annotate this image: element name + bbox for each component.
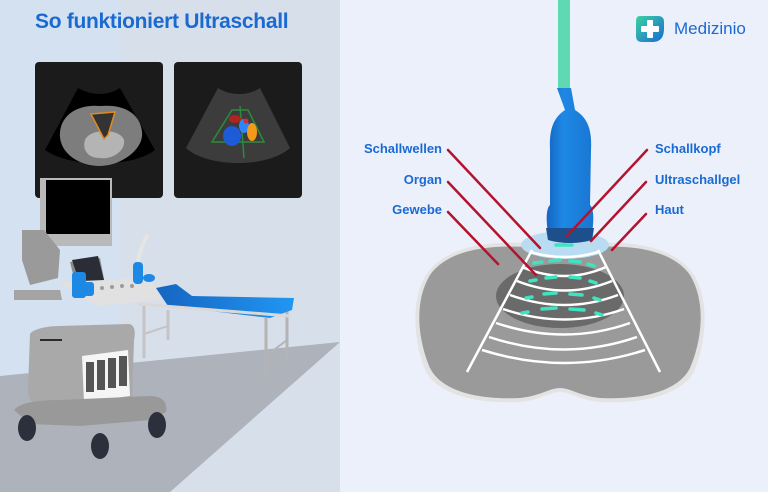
label-haut: Haut [655, 202, 684, 217]
page-title: So funktioniert Ultraschall [35, 10, 289, 33]
transducer-probe [546, 88, 594, 232]
echo-signals [520, 243, 604, 317]
label-schallkopf: Schallkopf [655, 141, 721, 156]
leader-lines [446, 148, 649, 277]
logo-mark-spacer [636, 15, 666, 43]
brand-logo[interactable]: Medizinio [636, 15, 746, 43]
color-doppler-image-panel [174, 62, 302, 198]
medical-cross-icon [636, 16, 664, 42]
examination-couch [137, 284, 294, 378]
label-organ: Organ [403, 172, 442, 187]
ultrasound-machine [14, 178, 167, 459]
label-gewebe: Gewebe [392, 202, 442, 217]
brand-name: Medizinio [674, 19, 746, 38]
ultrasound-cross-section [415, 0, 705, 403]
label-schallwellen: Schallwellen [363, 141, 442, 156]
probe-cable [558, 0, 570, 90]
b-mode-image-panel [35, 62, 163, 198]
label-ultraschallgel: Ultraschallgel [655, 172, 741, 187]
